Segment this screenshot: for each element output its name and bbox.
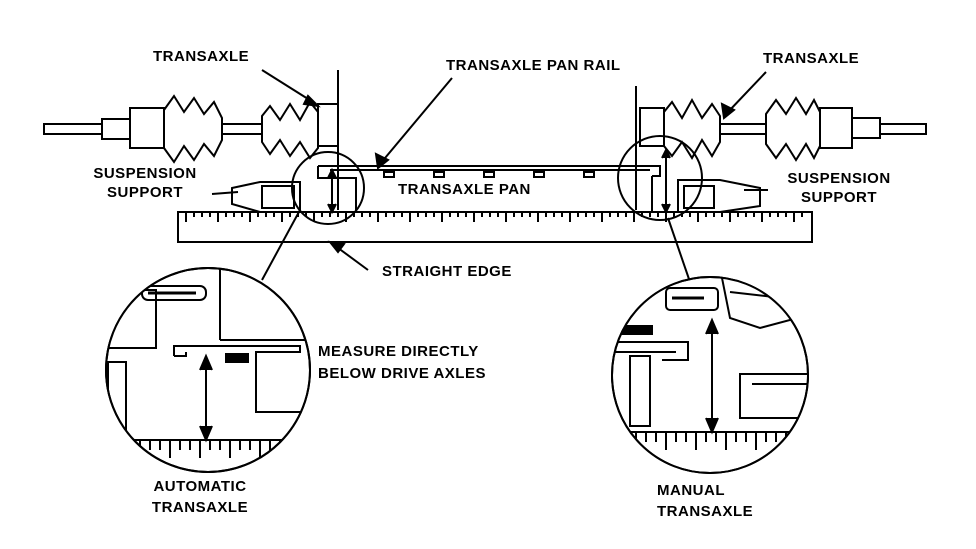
label-suspension-support-left-2: SUPPORT bbox=[106, 184, 183, 201]
label-transaxle-right: TRANSAXLE bbox=[763, 50, 860, 67]
automatic-detail-view bbox=[105, 267, 311, 473]
label-measure-line-2: BELOW DRIVE AXLES bbox=[318, 365, 486, 382]
label-transaxle-pan: TRANSAXLE PAN bbox=[398, 181, 531, 198]
label-transaxle-pan-rail: TRANSAXLE PAN RAIL bbox=[446, 57, 621, 74]
manual-detail-view bbox=[611, 276, 809, 474]
transaxle-pan bbox=[317, 165, 661, 213]
label-transaxle-left: TRANSAXLE bbox=[153, 48, 250, 65]
label-manual-1: MANUAL bbox=[657, 482, 725, 499]
label-suspension-support-left-1: SUSPENSION bbox=[93, 165, 197, 182]
label-automatic-1: AUTOMATIC bbox=[153, 478, 247, 495]
suspension-support-left bbox=[231, 181, 301, 213]
straight-edge bbox=[177, 211, 813, 243]
label-suspension-support-right-1: SUSPENSION bbox=[787, 170, 891, 187]
label-suspension-support-right-2: SUPPORT bbox=[800, 189, 877, 206]
label-automatic-2: TRANSAXLE bbox=[151, 499, 249, 516]
label-manual-2: TRANSAXLE bbox=[657, 503, 754, 520]
label-measure-line-1: MEASURE DIRECTLY bbox=[318, 343, 479, 360]
left-drive-axle bbox=[43, 94, 339, 164]
right-drive-axle bbox=[639, 96, 927, 162]
suspension-support-right bbox=[677, 179, 761, 213]
label-straight-edge: STRAIGHT EDGE bbox=[382, 263, 512, 280]
